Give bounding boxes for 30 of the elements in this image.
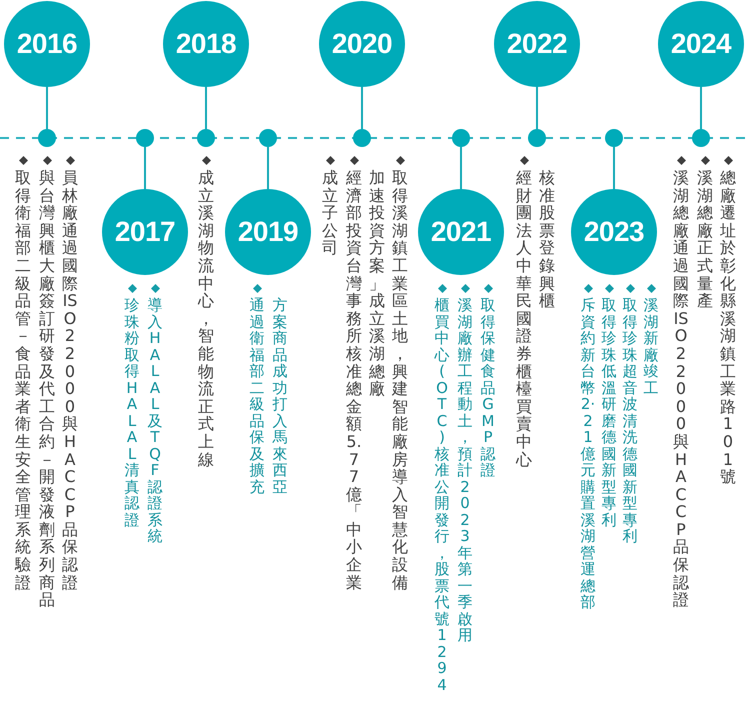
event-text: 溪湖新廠竣工 <box>644 297 658 396</box>
event-text: 與台灣興櫃大廠簽訂研發及代工合約－開發液劑系列商品 <box>39 169 55 609</box>
connector-line <box>144 147 146 189</box>
connector-line <box>700 87 702 129</box>
connector-line <box>613 147 615 189</box>
connector-line <box>460 147 462 189</box>
event-text: 取得保健食品GMP認證 <box>480 297 496 478</box>
event-text: 溪湖廠辦工程動土，預計 2023 年第一季啟用 <box>458 297 472 644</box>
event-text: 溪湖總廠正式量產 <box>697 169 713 310</box>
event-text: 成立子公司 <box>322 169 338 257</box>
event-text: 斥資約新台幣 2·21億元購置溪湖營運總部 <box>580 297 596 610</box>
event-text: 員林廠通過國際ISO 22000與HACCP品保認證 <box>62 169 78 592</box>
event-text: 取得衛福部二級品管－食品業者衛生安全管理系統驗證 <box>15 169 31 592</box>
connector-line <box>361 87 363 129</box>
event-text: 取得溪湖鎮工業區土地，興建智能廠房導入智慧化設備 <box>392 169 408 592</box>
event-text: 成立溪湖物流中心，智能物流正式上線 <box>198 169 214 468</box>
event-text: 經財團法人中華民國證券櫃檯買賣中心核准股票登錄興櫃 <box>516 169 555 470</box>
connector-line <box>536 87 538 129</box>
event-text: 通過衛福部二級品保及擴充方案商品成功打入馬來西亞 <box>250 297 288 498</box>
connector-line <box>267 147 269 189</box>
event-text: 總廠遷址於彰化縣溪湖鎮工業路 101號 <box>720 169 736 486</box>
event-text: 取得珍珠低溫研磨德國新型專利 <box>602 297 616 528</box>
connector-line <box>46 87 48 129</box>
event-text: 取得珍珠超音波清洗德國新型專利 <box>622 297 638 544</box>
connector-line <box>205 87 207 129</box>
event-text: 珍珠粉取得HALAL清真認證 <box>124 297 140 528</box>
event-text: 經濟部投資台灣事務所核准總金額 5.77億「中小企業加速投資方案」成立溪湖總廠 <box>346 169 385 594</box>
event-text: 櫃買中心(OTC) 核准公開發行，股票代號 1294 <box>434 297 450 693</box>
event-text: 溪湖總廠通過國際 ISO 22000與HACCP品保認證 <box>673 169 689 609</box>
event-text: 導入HALAL及TQF認證系統 <box>148 297 162 544</box>
